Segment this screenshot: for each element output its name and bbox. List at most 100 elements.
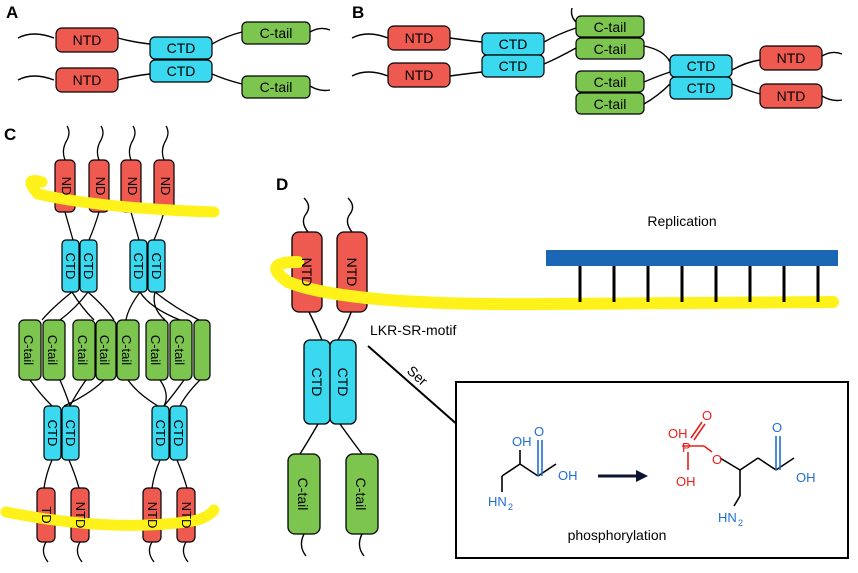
phospho-o-top: O — [702, 408, 712, 423]
phosphoserine-structure — [682, 421, 795, 507]
ctail-label: C-tail — [594, 41, 627, 57]
replication-rungs — [578, 266, 820, 302]
ctail-box-b2: C-tail — [575, 37, 645, 60]
ctd-label: CTD — [81, 253, 96, 280]
ctd-label: CTD — [63, 253, 78, 280]
panel-b-label: B — [352, 3, 364, 22]
ntd-box-a2: NTD — [55, 67, 119, 93]
ctd-label: CTD — [687, 58, 716, 74]
ctail-label: C-tail — [594, 96, 627, 112]
dna-strand-c-top — [25, 175, 220, 218]
svg-text:2: 2 — [738, 518, 743, 528]
panel-a — [17, 27, 331, 92]
phosphorylation-label: phosphorylation — [568, 527, 667, 543]
ctail-box-a1: C-tail — [241, 21, 311, 45]
ctd-label: CTD — [153, 420, 168, 447]
ntd-box-b1: NTD — [387, 25, 451, 51]
panel-c-label: C — [4, 125, 16, 144]
ctail-label: C-tail — [260, 79, 293, 95]
ctail-label: C-tail — [594, 19, 627, 35]
phospho-oh-top: OH — [668, 426, 688, 441]
ntd-box-b3: NTD — [759, 45, 823, 71]
panel-c-lines — [29, 125, 201, 563]
ctail-box-d1: C-tail — [287, 453, 321, 535]
ctail-row-c: C-tail C-tail C-tail C-tail C-tail C-tai… — [18, 319, 211, 381]
ctd-label: CTD — [499, 36, 528, 52]
ctd-pair-c1: CTD CTD — [61, 239, 98, 293]
serine-structure — [501, 440, 557, 492]
phosphorylation-box — [455, 381, 849, 559]
ntd-label: ND — [125, 177, 140, 196]
serine-oh-right: OH — [558, 468, 578, 483]
ntd-label: ND — [158, 177, 173, 196]
phospho-p: P — [682, 440, 691, 455]
ctd-box-b2: CTD — [481, 54, 545, 78]
ctd-label: CTD — [687, 80, 716, 96]
svg-text:2: 2 — [508, 502, 513, 512]
panel-a-label: A — [6, 3, 18, 22]
phospho-o-bridge: O — [712, 452, 722, 467]
ctail-label: C-tail — [148, 335, 163, 365]
ntd-label: NTD — [777, 88, 806, 104]
ntd-label: NTD — [73, 72, 102, 88]
ctail-label: C-tail — [75, 335, 90, 365]
replication-label: Replication — [647, 213, 716, 229]
ntd-label: NTD — [405, 67, 434, 83]
dna-strand-c-bottom — [0, 504, 220, 531]
ctail-label: C-tail — [21, 335, 36, 365]
ctail-label: C-tail — [45, 335, 60, 365]
serine-nh2: HN 2 — [488, 494, 513, 512]
ntd-label: NTD — [73, 502, 88, 529]
ctail-label: C-tail — [594, 74, 627, 90]
ser-label: Ser — [404, 362, 431, 389]
ctail-label: C-tail — [97, 335, 112, 365]
dna-strand-d — [270, 256, 839, 311]
ctail-label: C-tail — [353, 478, 369, 511]
svg-text:HN: HN — [488, 494, 507, 509]
ntd-box-a1: NTD — [55, 27, 119, 53]
panel-b-lines — [351, 7, 843, 105]
ctd-label: CTD — [499, 58, 528, 74]
ntd-label: NTD — [299, 258, 315, 287]
ctd-box-a1: CTD — [149, 36, 213, 60]
ntd-label: TD — [39, 506, 54, 523]
panel-d-lines — [299, 197, 365, 557]
ntd-label: NTD — [145, 502, 160, 529]
ctd-pair-c3: CTD CTD — [43, 405, 80, 461]
ctd-box-b1: CTD — [481, 32, 545, 56]
ctd-label: CTD — [309, 368, 325, 397]
ctail-box-d2: C-tail — [345, 453, 379, 535]
ctail-label: C-tail — [119, 335, 134, 365]
motif-label: LKR-SR-motif — [370, 322, 456, 338]
ctd-pair-c2: CTD CTD — [129, 239, 166, 293]
ntd-label: NTD — [344, 258, 360, 287]
ctd-label: CTD — [167, 40, 196, 56]
ctd-box-d1: CTD — [303, 339, 331, 425]
ntd-label: ND — [93, 177, 108, 196]
ctail-box-b4: C-tail — [575, 92, 645, 115]
svg-text:HN: HN — [718, 510, 737, 525]
ctd-label: CTD — [171, 420, 186, 447]
serine-oh-top: OH — [512, 434, 532, 449]
ctd-box-a2: CTD — [149, 59, 213, 83]
ntd-label: NTD — [73, 32, 102, 48]
panel-d-label: D — [276, 175, 288, 194]
ctd-label: CTD — [149, 253, 164, 280]
ctail-box-b1: C-tail — [575, 15, 645, 38]
phospho-carboxyl-o: O — [772, 420, 782, 435]
ctail-label: C-tail — [295, 478, 311, 511]
ctd-label: CTD — [131, 253, 146, 280]
ctd-box-b3: CTD — [669, 54, 733, 78]
ntd-box-b2: NTD — [387, 62, 451, 88]
phospho-oh-bottom: OH — [676, 474, 696, 489]
ctd-label: CTD — [45, 420, 60, 447]
ctd-box-d2: CTD — [329, 339, 357, 425]
ctd-box-b4: CTD — [669, 76, 733, 100]
ctd-label: CTD — [335, 368, 351, 397]
ctd-pair-c4: CTD CTD — [151, 405, 188, 461]
replication-strand — [546, 250, 838, 266]
ctd-label: CTD — [63, 420, 78, 447]
phospho-carboxyl-oh: OH — [796, 470, 816, 485]
reaction-arrow — [598, 470, 648, 482]
